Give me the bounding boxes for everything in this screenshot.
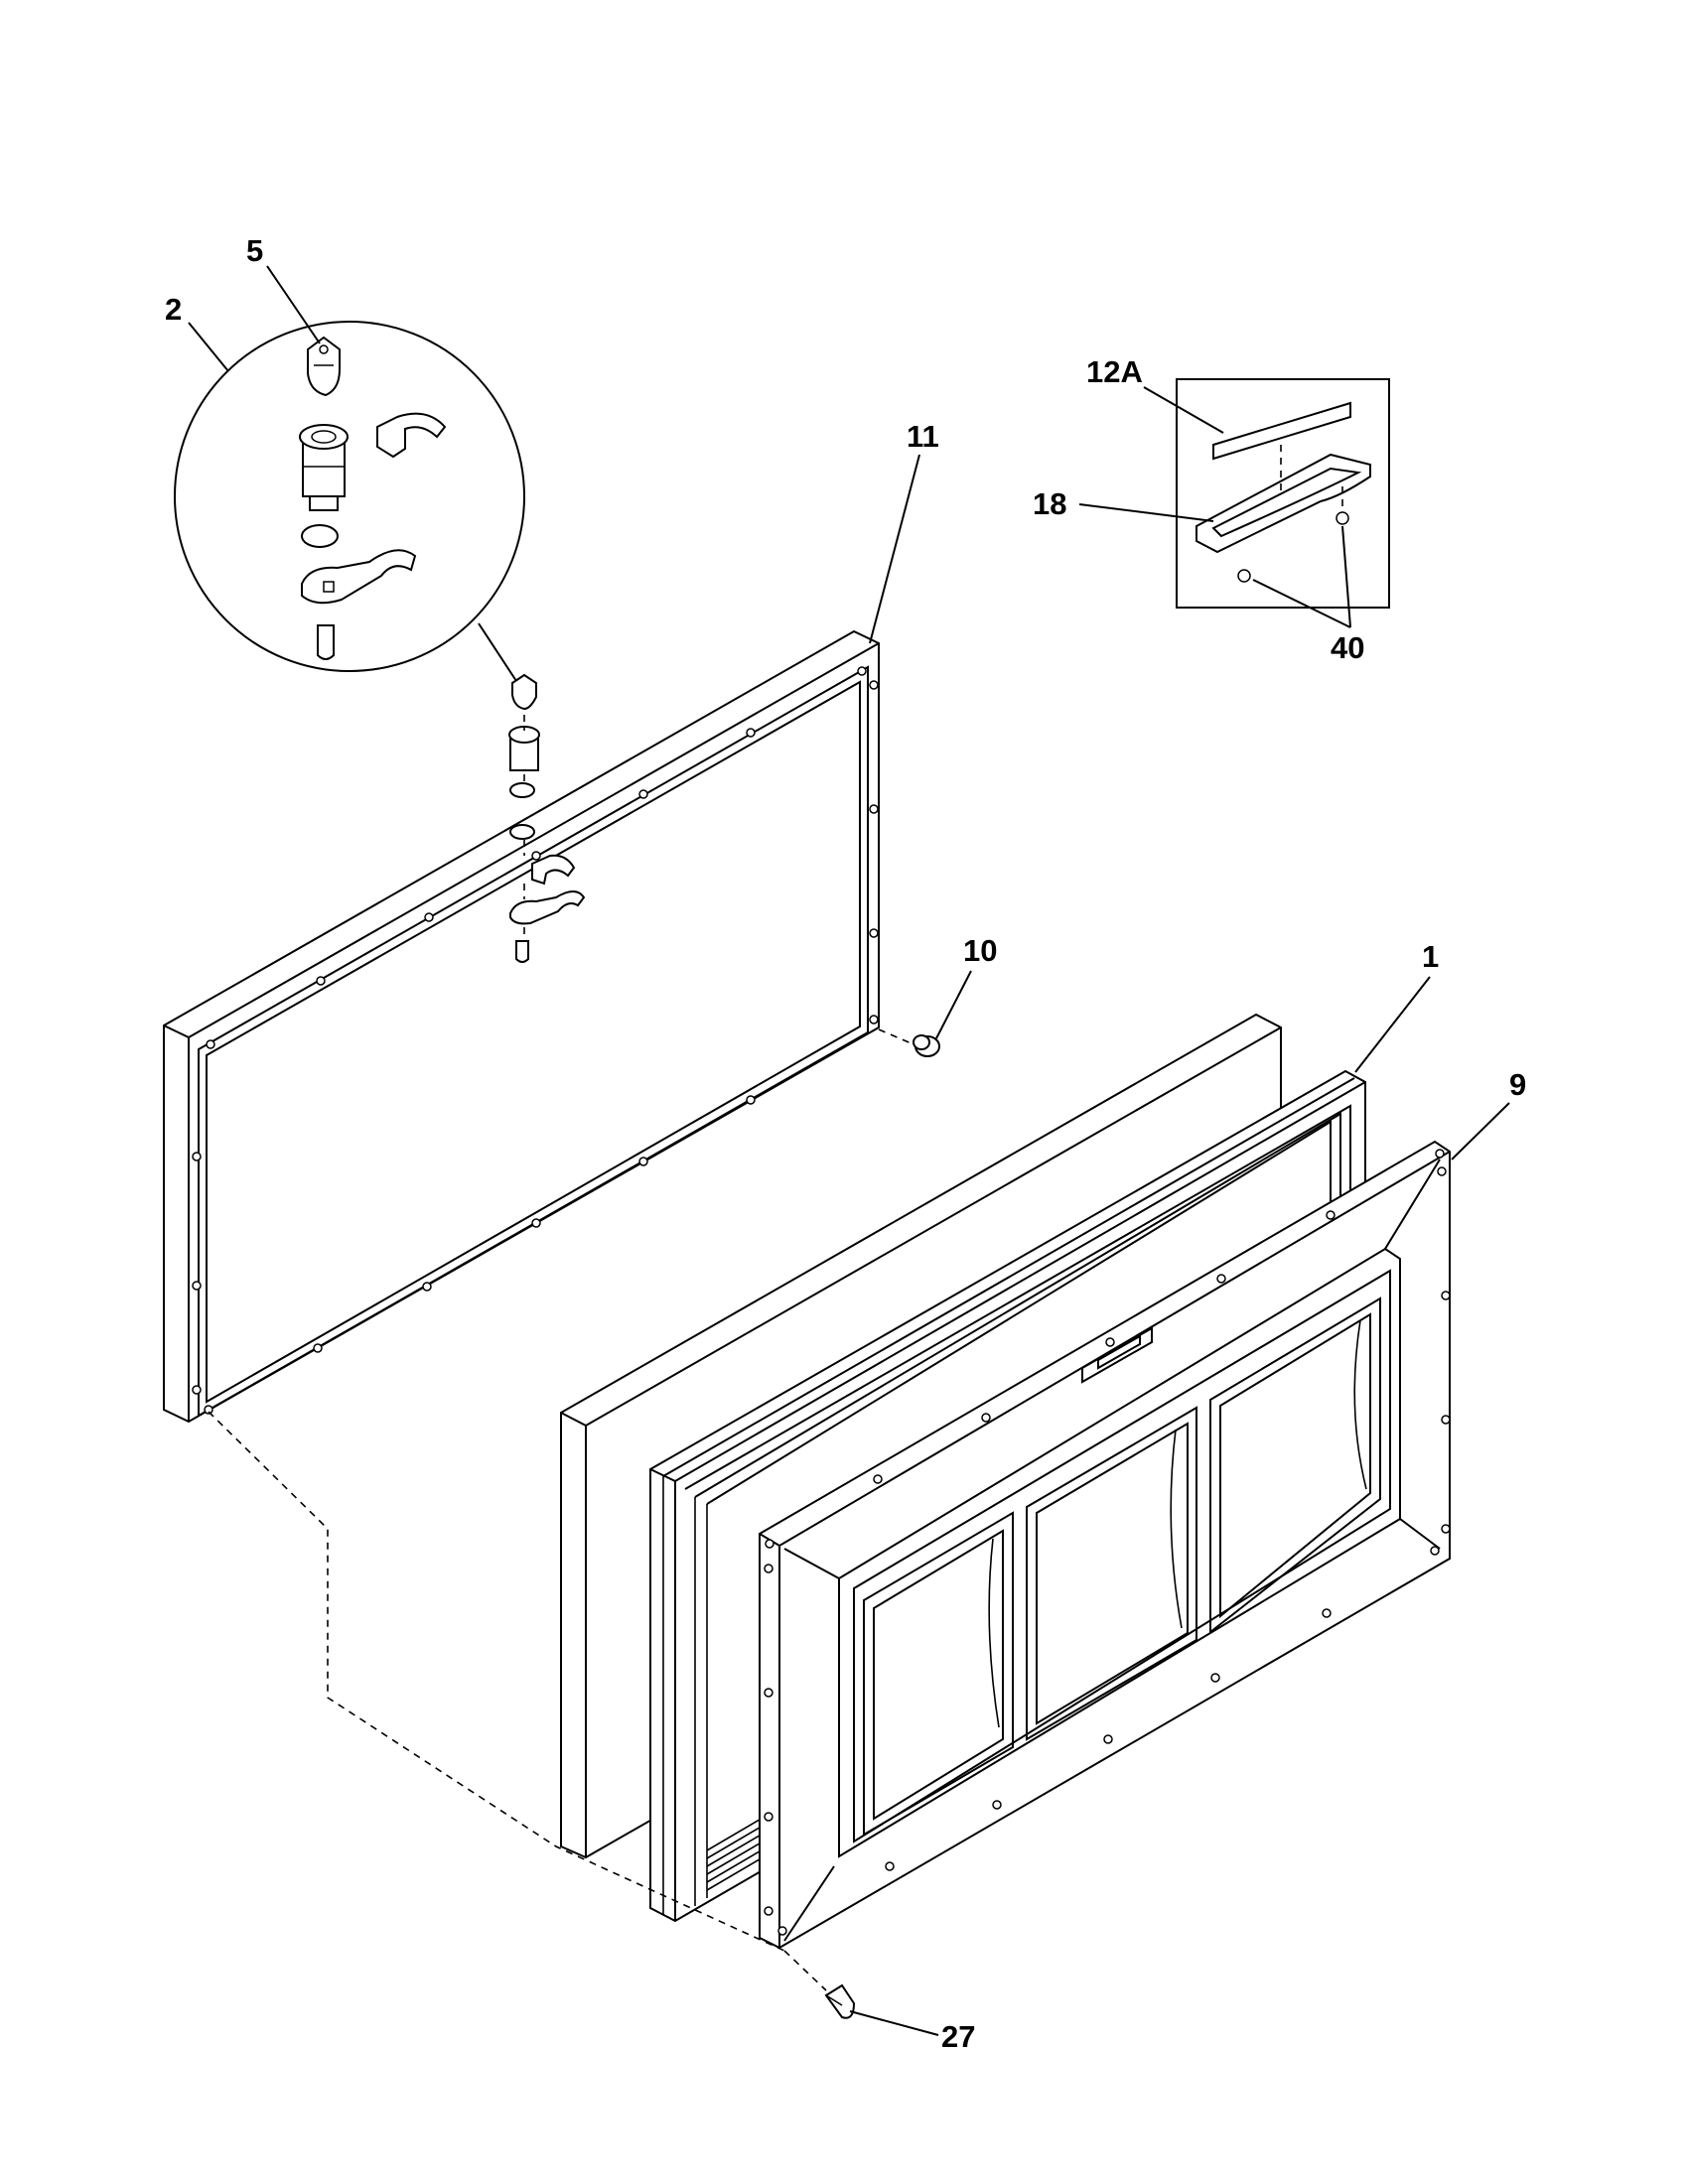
outer-door-panel-part-9 xyxy=(759,1140,1451,1950)
callout-5: 5 xyxy=(246,233,263,268)
door-panes xyxy=(863,1297,1381,1837)
bumper-part-10 xyxy=(913,1034,940,1057)
callout-10: 10 xyxy=(963,933,997,968)
gasket-vent-lines xyxy=(706,1816,766,1891)
callout-12a: 12A xyxy=(1086,354,1143,389)
callout-40: 40 xyxy=(1331,630,1364,665)
lock-assembly-detail xyxy=(174,321,525,672)
callout-1: 1 xyxy=(1422,939,1439,974)
handle-label-12a xyxy=(1212,401,1351,461)
latch-clip xyxy=(376,412,447,459)
screw-part-27 xyxy=(824,1983,856,2019)
callout-18: 18 xyxy=(1033,486,1066,521)
lock-screw xyxy=(317,624,335,660)
installed-lock-parts xyxy=(508,673,586,963)
callout-11: 11 xyxy=(907,419,939,454)
lid-liner-frame-part-11 xyxy=(163,629,880,1424)
nut-part-40a xyxy=(1336,511,1349,525)
cam-lever xyxy=(301,549,417,605)
frame-holes xyxy=(192,666,879,1415)
lock-cylinder xyxy=(299,424,349,511)
callout-27: 27 xyxy=(941,2019,975,2054)
handle-detail-box xyxy=(1176,378,1390,609)
key-part-5 xyxy=(307,336,341,397)
nut-part-40b xyxy=(1237,569,1251,583)
panel-holes xyxy=(764,1149,1451,1936)
callout-2: 2 xyxy=(165,292,182,327)
leader-lines xyxy=(188,265,1510,2036)
o-ring xyxy=(301,524,339,548)
callout-9: 9 xyxy=(1509,1067,1526,1102)
